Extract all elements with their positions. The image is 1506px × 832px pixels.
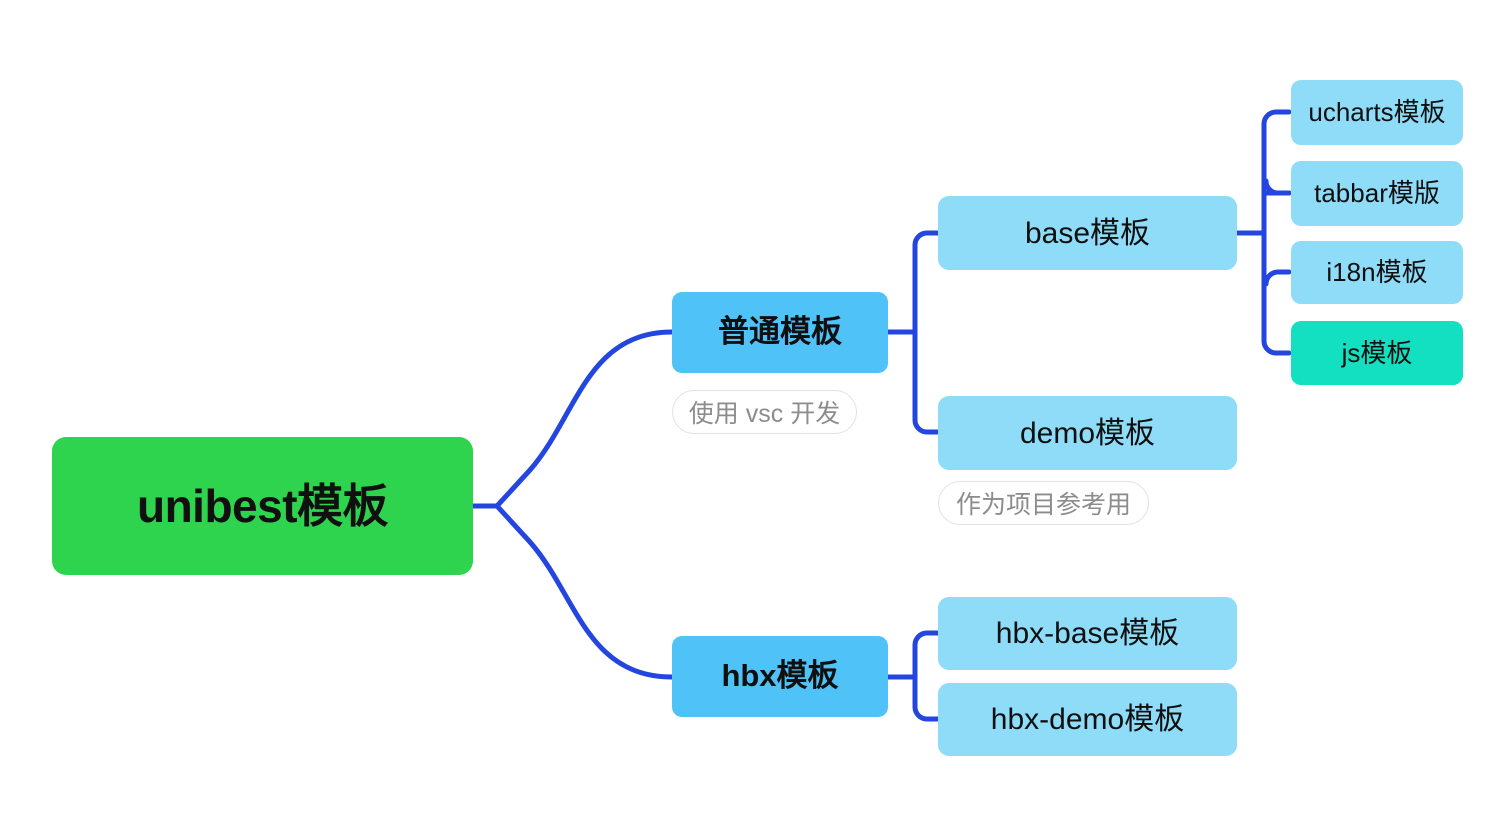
note-demo-template: 作为项目参考用 [938, 481, 1149, 525]
node-js-template[interactable]: js模板 [1291, 321, 1463, 385]
node-hbx-demo-template[interactable]: hbx-demo模板 [938, 683, 1237, 756]
node-js-template-label: js模板 [1341, 337, 1413, 368]
root-node[interactable]: unibest模板 [52, 437, 473, 575]
node-base-template[interactable]: base模板 [938, 196, 1237, 270]
node-i18n-template[interactable]: i18n模板 [1291, 241, 1463, 304]
edge-base-bracket [1261, 109, 1292, 356]
node-hbx-base-template-label: hbx-base模板 [995, 617, 1180, 650]
note-demo-template-text: 作为项目参考用 [955, 491, 1131, 519]
edge-hbx-bracket [912, 630, 941, 722]
edge-root-to-normal [494, 329, 675, 509]
branch-node-hbx-label: hbx模板 [721, 658, 839, 694]
node-tabbar-template[interactable]: tabbar模版 [1291, 161, 1463, 226]
node-demo-template[interactable]: demo模板 [938, 396, 1237, 470]
note-normal-template-text: 使用 vsc 开发 [688, 400, 841, 428]
edge-root-to-hbx [494, 503, 675, 680]
node-ucharts-template-label: ucharts模板 [1308, 97, 1446, 128]
branch-node-hbx[interactable]: hbx模板 [672, 636, 888, 717]
branch-node-normal[interactable]: 普通模板 [672, 292, 888, 373]
branch-node-normal-label: 普通模板 [718, 314, 842, 350]
root-node-label: unibest模板 [136, 479, 389, 532]
node-demo-template-label: demo模板 [1019, 416, 1156, 450]
node-hbx-base-template[interactable]: hbx-base模板 [938, 597, 1237, 670]
edge-normal-bracket [912, 230, 941, 435]
node-hbx-demo-template-label: hbx-demo模板 [990, 703, 1185, 736]
edge-base-to-i18n-curve [1263, 269, 1292, 287]
node-base-template-label: base模板 [1024, 216, 1151, 250]
node-i18n-template-label: i18n模板 [1326, 257, 1428, 288]
edge-base-to-tabbar-curve [1263, 178, 1292, 196]
node-tabbar-template-label: tabbar模版 [1314, 178, 1440, 209]
node-ucharts-template[interactable]: ucharts模板 [1291, 80, 1463, 145]
note-normal-template: 使用 vsc 开发 [672, 390, 857, 434]
